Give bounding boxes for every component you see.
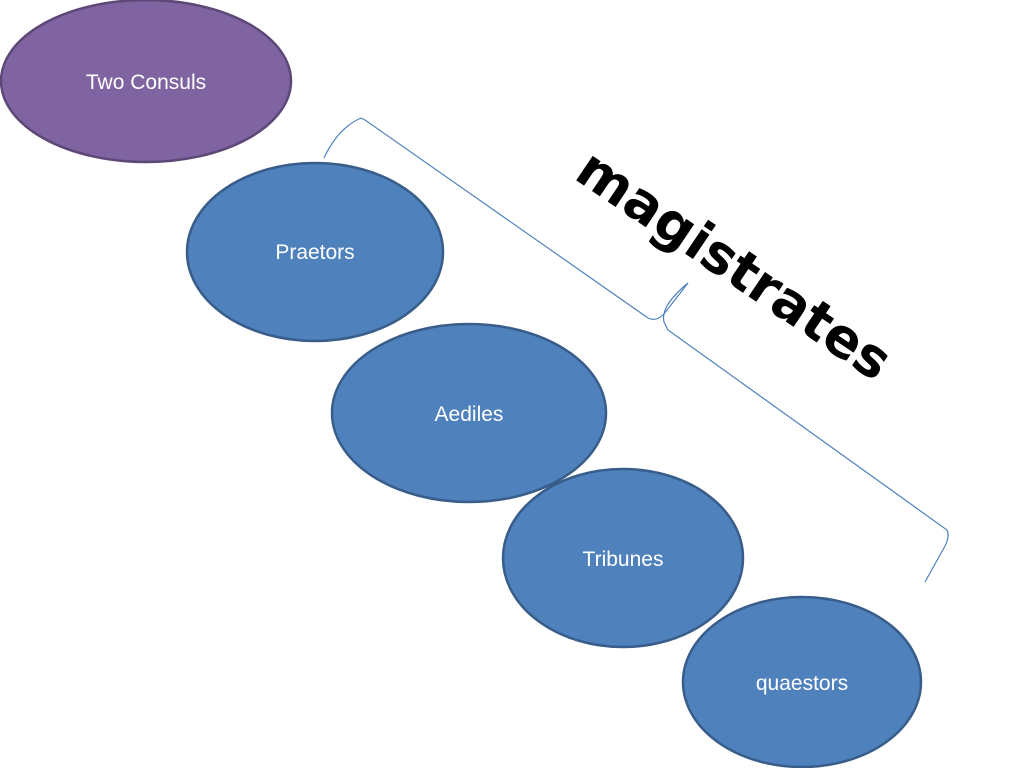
- node-two-consuls[interactable]: Two Consuls: [0, 0, 293, 164]
- praetors-label: Praetors: [275, 241, 354, 264]
- two-consuls-oval: [0, 0, 293, 164]
- magistrates-bracket: [323, 117, 949, 583]
- node-praetors[interactable]: Praetors: [185, 161, 445, 343]
- quaestors-label: quaestors: [756, 672, 848, 695]
- node-tribunes[interactable]: Tribunes: [501, 467, 745, 649]
- magistrates-label: magistrates: [565, 136, 903, 393]
- aediles-label: Aediles: [435, 403, 504, 426]
- quaestors-oval: [681, 595, 923, 768]
- node-aediles[interactable]: Aediles: [330, 322, 608, 504]
- tribunes-oval: [501, 467, 745, 649]
- aediles-oval: [330, 322, 608, 504]
- node-quaestors[interactable]: quaestors: [681, 595, 923, 768]
- tribunes-label: Tribunes: [583, 548, 664, 571]
- two-consuls-label: Two Consuls: [86, 71, 206, 94]
- praetors-oval: [185, 161, 445, 343]
